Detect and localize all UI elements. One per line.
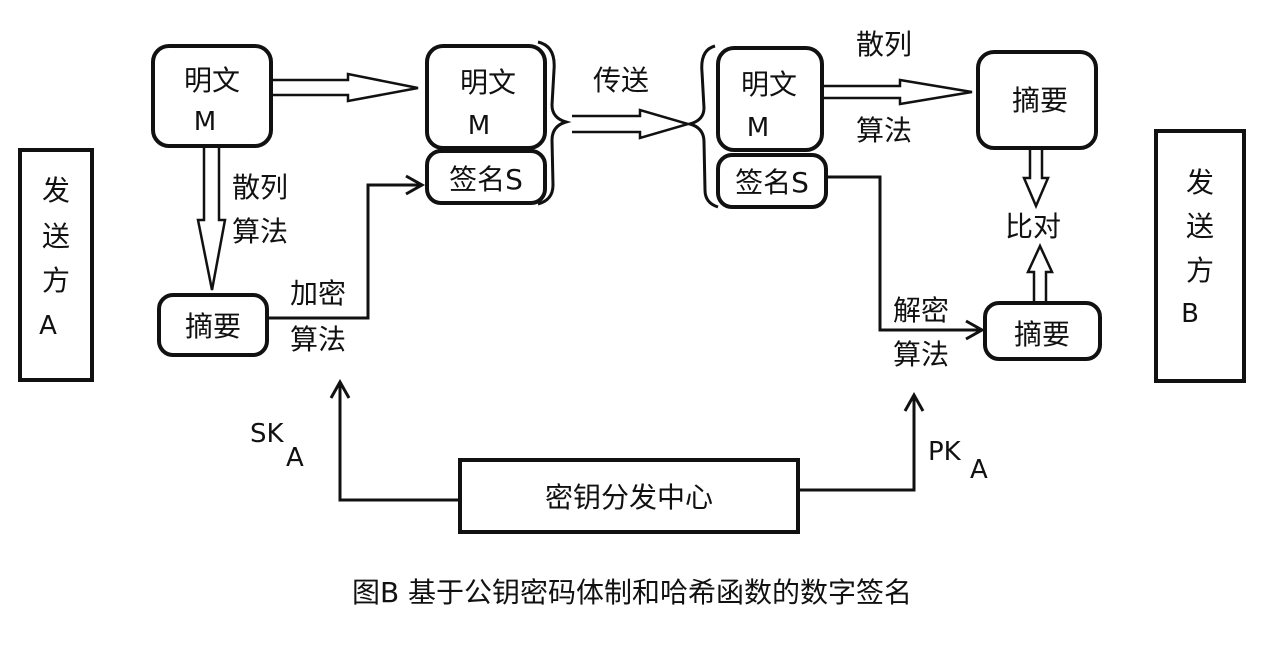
- plaintext-sender-symbol: M: [194, 107, 216, 137]
- transmit-label: 传送: [593, 64, 649, 97]
- packet-sender-brace: [537, 40, 572, 206]
- encrypt-line2: 算法: [290, 323, 346, 356]
- arrow-signature-to-decrypt: [826, 175, 986, 341]
- plaintext-recv-symbol: M: [747, 113, 769, 143]
- hash-left-line2: 算法: [232, 215, 288, 248]
- arrow-public-key: [798, 391, 925, 492]
- digest-sender-node: 摘要: [157, 293, 269, 357]
- plaintext-sender-title: 明文: [184, 64, 240, 97]
- key-center-label: 密钥分发中心: [545, 481, 713, 514]
- packet-sender: 明文 M 签名S: [425, 40, 572, 206]
- arrow-transmit: [572, 108, 693, 140]
- figure-caption: 图B 基于公钥密码体制和哈希函数的数字签名: [352, 576, 912, 609]
- receiver-label-3: 方: [1186, 254, 1214, 287]
- encrypt-line1: 加密: [290, 277, 346, 310]
- digest-recv-bottom-label: 摘要: [1014, 318, 1070, 351]
- hash-left-line1: 散列: [232, 171, 288, 204]
- digest-recv-top-label: 摘要: [1012, 84, 1068, 117]
- digest-recv-bottom-node: 摘要: [983, 301, 1102, 361]
- key-center-node: 密钥分发中心: [458, 458, 800, 534]
- receiver-label-2: 送: [1186, 210, 1214, 243]
- arrow-plaintext-to-digest-recv: [822, 78, 973, 106]
- sender-label-4: A: [39, 311, 57, 341]
- plaintext-packet-symbol: M: [468, 111, 490, 141]
- public-key-sub: A: [970, 455, 988, 485]
- decrypt-line2: 算法: [893, 338, 949, 371]
- secret-key-main: SK: [250, 419, 285, 449]
- plaintext-recv-title: 明文: [741, 68, 797, 101]
- signature-recv-label: 签名S: [735, 166, 809, 199]
- plaintext-sender-node: 明文 M: [151, 44, 273, 148]
- digest-recv-top-node: 摘要: [976, 50, 1098, 150]
- public-key-main: PK: [928, 437, 962, 467]
- plaintext-packet-title: 明文: [460, 66, 516, 99]
- packet-receiver-brace: [684, 44, 719, 209]
- secret-key-sub: A: [286, 443, 304, 473]
- compare-label: 比对: [1005, 210, 1061, 243]
- packet-receiver: 明文 M 签名S: [684, 44, 828, 209]
- arrow-hash-sender: [196, 148, 227, 291]
- decrypt-line1: 解密: [893, 294, 949, 327]
- hash-right-line2: 算法: [856, 114, 912, 147]
- arrow-secret-key: [329, 378, 460, 502]
- receiver-box: 发 送 方 B: [1154, 129, 1246, 383]
- sender-label-2: 送: [42, 220, 70, 253]
- sender-box: 发 送 方 A: [18, 148, 94, 382]
- hash-right-line1: 散列: [856, 28, 912, 61]
- receiver-label-1: 发: [1186, 166, 1214, 199]
- sender-label-1: 发: [42, 174, 70, 207]
- digest-sender-label: 摘要: [185, 310, 241, 343]
- receiver-label-4: B: [1181, 299, 1199, 329]
- arrow-plaintext-to-packet: [273, 72, 419, 103]
- sender-label-3: 方: [42, 264, 70, 297]
- arrow-digest-up-to-compare: [1026, 243, 1054, 302]
- arrow-encrypt-to-signature: [268, 174, 426, 320]
- arrow-digest-to-compare: [1022, 148, 1050, 210]
- signature-packet-label: 签名S: [449, 163, 523, 196]
